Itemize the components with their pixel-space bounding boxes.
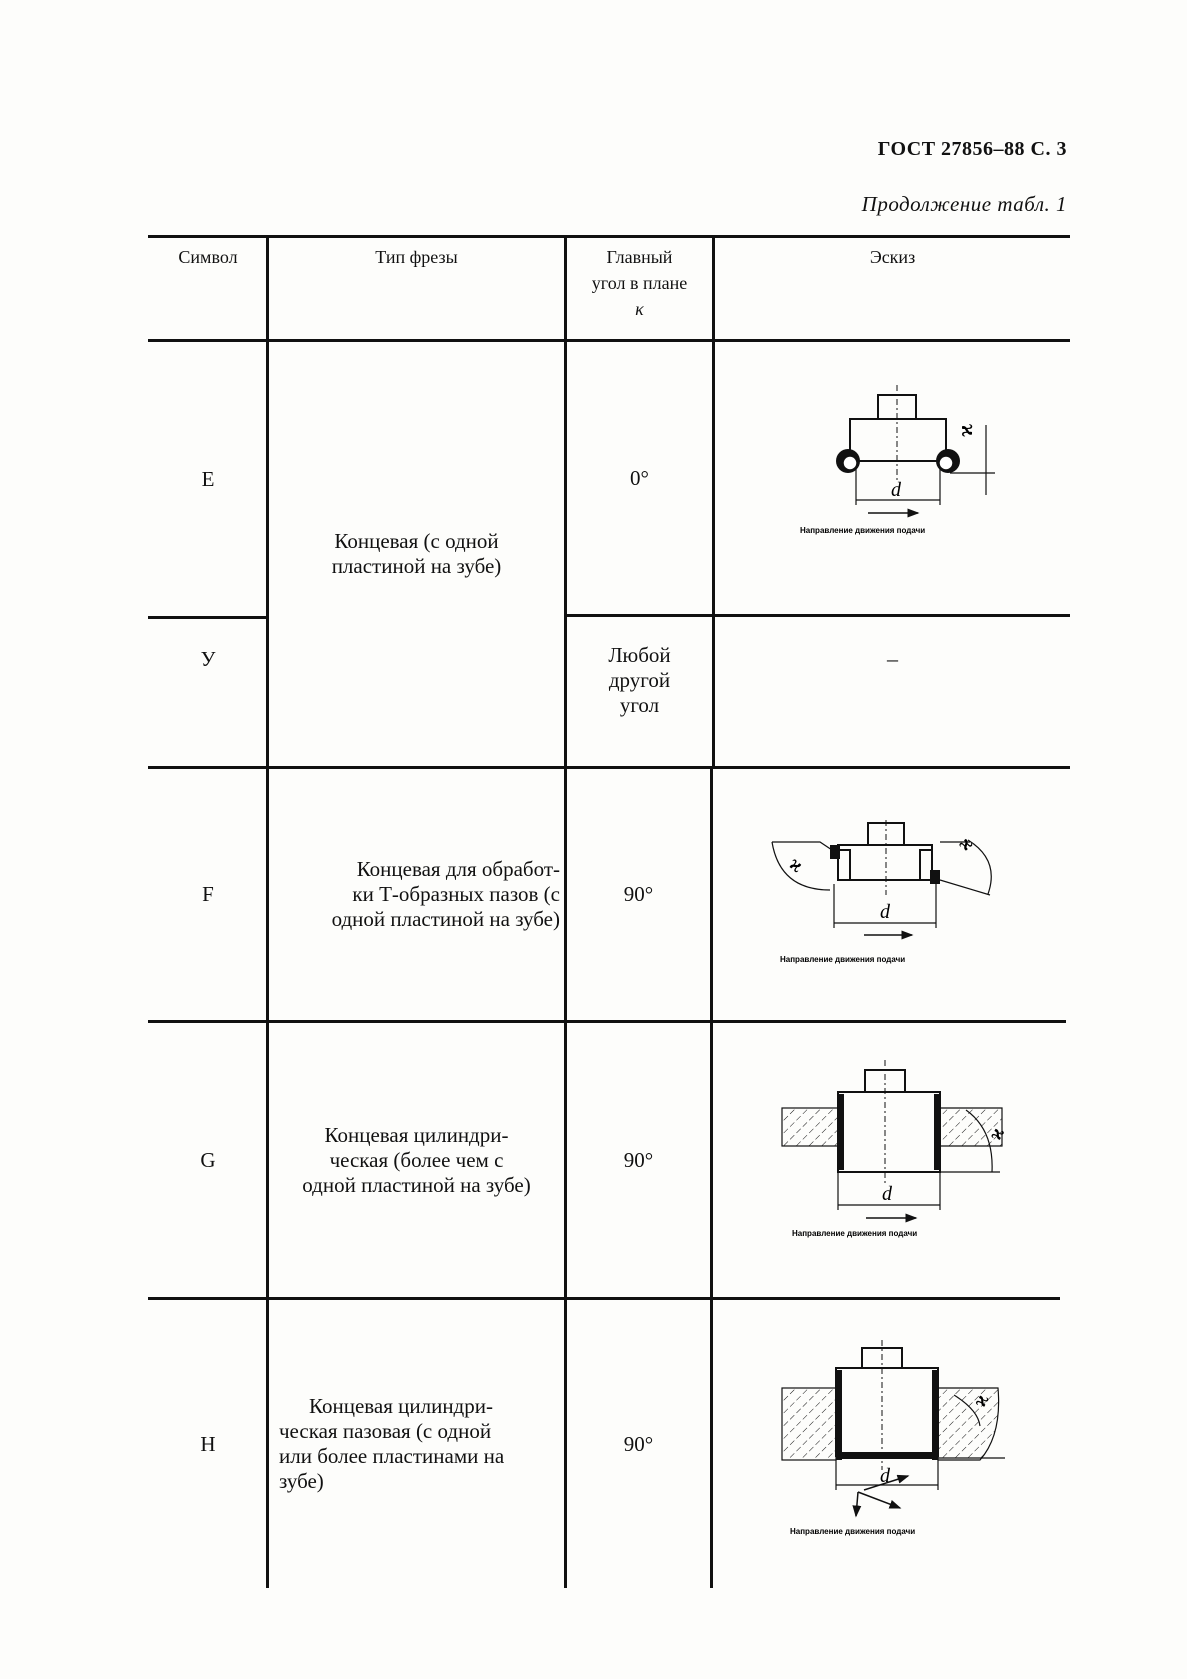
type-line: зубе) bbox=[279, 1469, 324, 1493]
angle-G: 90° bbox=[623, 1147, 654, 1172]
type-line: ческая пазовая (с одной bbox=[279, 1419, 492, 1443]
symbol-Y: У bbox=[200, 646, 216, 671]
cutter-type-H: Концевая цилиндри- ческая пазовая (с одн… bbox=[269, 1300, 564, 1588]
sketch-G-d: d bbox=[882, 1183, 893, 1205]
header-symbol: Символ bbox=[178, 247, 238, 267]
symbol-G: G bbox=[200, 1147, 216, 1172]
angle-line: угол bbox=[619, 692, 660, 717]
sketch-H-d: d bbox=[880, 1465, 891, 1487]
sketch-E-caption: Направление движения подачи bbox=[800, 526, 925, 535]
angle-E: 0° bbox=[630, 465, 649, 490]
sketch-G-caption: Направление движения подачи bbox=[792, 1229, 917, 1238]
sketch-H: ϰ d Направление движения подачи bbox=[780, 1340, 1020, 1540]
sketch-E-kappa: ϰ bbox=[957, 424, 982, 437]
sketch-G: ϰ d Направление движения подачи bbox=[780, 1060, 1020, 1240]
type-line: ки Т-образных пазов (с bbox=[352, 882, 560, 906]
cutter-type-G: Концевая цилиндри- ческая (более чем с о… bbox=[269, 1023, 564, 1297]
type-line: ческая (более чем с bbox=[329, 1147, 504, 1172]
header-main-angle-line2: угол в плане bbox=[591, 273, 688, 293]
header-main-angle: Главный угол в плане κ bbox=[567, 244, 712, 334]
sketch-F-kappa-left: ϰ bbox=[785, 853, 808, 878]
header-sketch: Эскиз bbox=[869, 247, 916, 267]
symbol-H: H bbox=[200, 1431, 216, 1456]
type-line: Концевая цилиндри- bbox=[324, 1122, 509, 1147]
symbol-F: F bbox=[202, 882, 214, 906]
cutter-type-E-Y: Концевая (с одной пластиной на зубе) bbox=[269, 342, 564, 766]
type-line: Концевая цилиндри- bbox=[309, 1394, 493, 1418]
sketch-Y-dash: – bbox=[887, 646, 898, 671]
type-line: одной пластиной на зубе) bbox=[302, 1172, 531, 1197]
sketch-E: d ϰ Направление движения подачи bbox=[790, 380, 1020, 540]
sketch-F-caption: Направление движения подачи bbox=[780, 955, 905, 964]
sketch-H-caption: Направление движения подачи bbox=[790, 1527, 915, 1536]
angle-Y: Любой другой угол bbox=[567, 630, 712, 730]
sketch-E-d: d bbox=[891, 479, 902, 501]
header-cutter-type: Тип фрезы bbox=[375, 247, 458, 267]
type-line: Концевая (с одной bbox=[334, 529, 499, 553]
cutter-type-F: Концевая для обработ- ки Т-образных пазо… bbox=[269, 769, 564, 1020]
symbol-E: E bbox=[201, 466, 215, 491]
angle-line: Любой bbox=[608, 642, 671, 667]
sketch-F-d: d bbox=[880, 901, 891, 923]
sketch-F: ϰ ϰ d Направление движения подачи bbox=[770, 820, 1010, 980]
angle-F: 90° bbox=[623, 882, 654, 906]
standard-header: ГОСТ 27856–88 С. 3 bbox=[877, 138, 1067, 160]
continuation-label: Продолжение табл. 1 bbox=[861, 192, 1067, 216]
angle-H: 90° bbox=[623, 1431, 654, 1456]
type-line: пластиной на зубе) bbox=[331, 554, 502, 578]
header-main-angle-line3: κ bbox=[635, 299, 644, 319]
type-line: Концевая для обработ- bbox=[356, 857, 560, 881]
angle-line: другой bbox=[608, 667, 671, 692]
type-line: одной пластиной на зубе) bbox=[331, 907, 560, 931]
header-main-angle-line1: Главный bbox=[606, 247, 673, 267]
type-line: или более пластинами на bbox=[279, 1444, 505, 1468]
